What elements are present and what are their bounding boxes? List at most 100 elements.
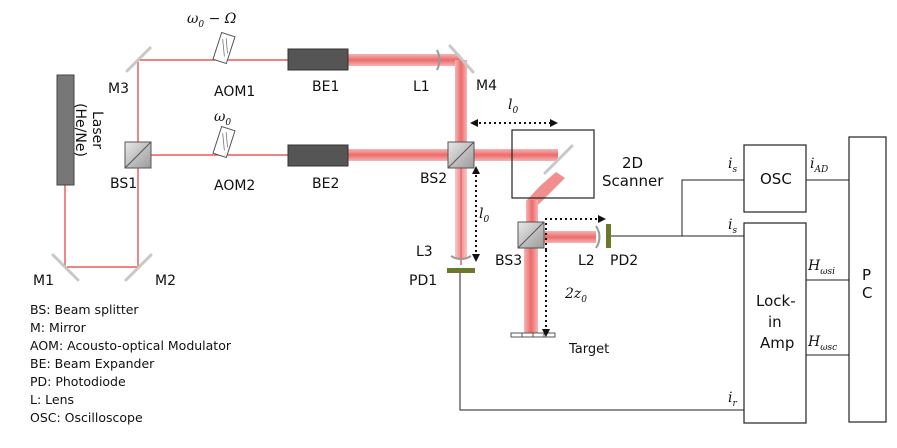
bs1-label: BS1: [110, 176, 137, 192]
target: [510, 332, 556, 338]
is-osc-label: is: [728, 156, 737, 175]
two-z0-label: 2z0: [564, 286, 587, 305]
osc-box: [743, 144, 807, 213]
be2-label: BE2: [312, 176, 339, 192]
m3-label: M3: [108, 81, 129, 97]
arrow-heads: [470, 119, 606, 337]
pd2-label: PD2: [610, 253, 638, 269]
legend-item: M: Mirror: [30, 320, 87, 335]
legend-item: OSC: Oscilloscope: [30, 410, 143, 425]
bs3: [517, 221, 545, 249]
bs2: [447, 141, 475, 169]
hsi-label: Hωsi: [807, 258, 835, 277]
z0-to-pd2-arrow: [545, 218, 602, 250]
beam-bs3-to-l2: [544, 231, 596, 243]
l0-top-label: l0: [508, 97, 518, 116]
beam-scanner-to-bs3: [526, 200, 538, 222]
wire-pd1-to-lockin: [459, 273, 744, 411]
legend: BS: Beam splitter M: Mirror AOM: Acousto…: [30, 302, 232, 425]
l1-label: L1: [413, 79, 430, 95]
svg-text:Hωsi: Hωsi: [807, 258, 835, 277]
beam-laser-to-m1: [64, 155, 139, 268]
svg-text:l0: l0: [508, 97, 518, 116]
svg-text:2z0: 2z0: [564, 286, 587, 305]
bs1: [124, 141, 152, 169]
be1-label: BE1: [312, 79, 339, 95]
m4-label: M4: [476, 78, 497, 94]
mirror-m4: [448, 44, 475, 74]
legend-item: PD: Photodiode: [30, 374, 126, 389]
legend-item: BE: Beam Expander: [30, 356, 155, 371]
svg-text:Hωsc: Hωsc: [807, 334, 837, 353]
wide-beams: [348, 54, 596, 335]
legend-item: AOM: Acousto-optical Modulator: [30, 338, 232, 353]
be1-body: [287, 48, 349, 71]
beam-bs2-to-scanner: [473, 149, 558, 161]
is-lockin-label: is: [728, 217, 737, 236]
lockin-label-line1: Lock-: [756, 292, 796, 310]
scanner-box: [511, 129, 595, 199]
wire-branch-to-osc: [681, 179, 744, 236]
beam-be2-to-bs2: [348, 149, 448, 161]
mirror-m2: [124, 253, 153, 282]
mirror-m1: [51, 253, 80, 282]
l0-side-label: l0: [479, 206, 489, 225]
lens-l2: [595, 225, 601, 249]
laser-label: Laser: [89, 111, 105, 149]
target-label: Target: [568, 342, 609, 357]
aom2-frequency: ω0: [214, 109, 231, 128]
aom1-label: AOM1: [214, 84, 255, 100]
beam-bs2-to-l3: [455, 168, 467, 258]
svg-text:is: is: [728, 217, 737, 236]
aom2-label: AOM2: [214, 178, 255, 194]
lockin-label-line3: Amp: [760, 334, 794, 352]
m1-label: M1: [33, 273, 54, 289]
scanner-label-line2: Scanner: [602, 172, 664, 190]
l2-label: L2: [578, 253, 595, 269]
mirror-m3: [125, 46, 152, 73]
svg-text:ω0 − Ω: ω0 − Ω: [187, 11, 237, 30]
bs3-label: BS3: [495, 253, 522, 269]
svg-text:l0: l0: [479, 206, 489, 225]
laser-type-label: (He/Ne): [72, 103, 88, 157]
pd1-label: PD1: [409, 273, 437, 289]
legend-item: BS: Beam splitter: [30, 302, 139, 317]
aom1: [212, 31, 236, 65]
svg-text:is: is: [728, 156, 737, 175]
signal-wires: [459, 179, 849, 411]
lockin-label-line2: in: [768, 313, 782, 331]
be2-body: [287, 144, 349, 167]
beam-bs3-to-target: [524, 247, 538, 335]
svg-text:ir: ir: [728, 390, 737, 409]
beam-be1-to-m4: [348, 54, 460, 66]
iad-label: iAD: [810, 156, 828, 175]
osc-label: OSC: [760, 170, 792, 188]
ir-label: ir: [728, 390, 737, 409]
m2-label: M2: [155, 273, 176, 289]
aom2: [212, 125, 236, 159]
pc-box: [848, 136, 887, 423]
bs2-label: BS2: [420, 171, 447, 187]
aom1-frequency: ω0 − Ω: [187, 11, 237, 30]
pc-label-line2: C: [862, 284, 872, 302]
l3-label: L3: [416, 244, 433, 260]
beam-m4-to-bs2: [455, 60, 467, 155]
hsc-label: Hωsc: [807, 334, 837, 353]
pd2-detector: [606, 224, 611, 248]
mirror-scanner: [543, 144, 574, 175]
svg-text:iAD: iAD: [810, 156, 828, 175]
scanner-label-line1: 2D: [622, 154, 643, 172]
laser-body: [56, 74, 75, 186]
lockin-box: [743, 222, 807, 424]
lens-l3: [450, 255, 472, 260]
beam-bs1-to-m3: [137, 59, 288, 155]
legend-item: L: Lens: [30, 392, 74, 407]
svg-text:ω0: ω0: [214, 109, 231, 128]
dimension-markers: [474, 122, 602, 333]
pc-label-line1: P: [862, 266, 871, 284]
lens-l1: [436, 49, 441, 71]
pd1-detector: [447, 268, 475, 273]
mirrors: [51, 44, 574, 282]
